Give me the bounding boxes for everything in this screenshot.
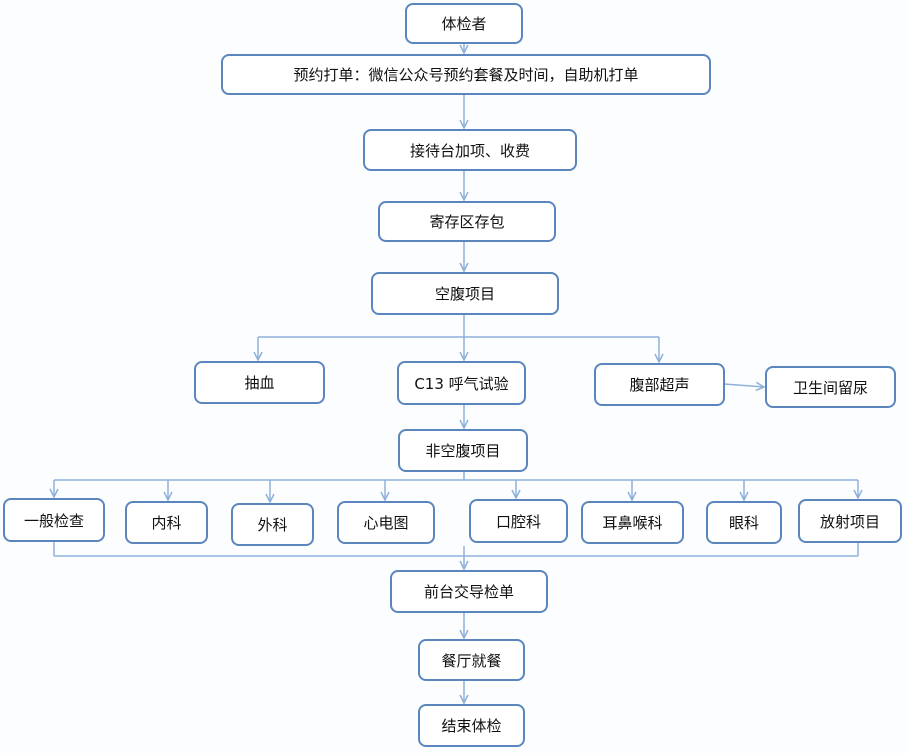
node-submit-form: 前台交导检单 [390, 570, 548, 613]
node-ultrasound: 腹部超声 [594, 363, 725, 406]
node-fasting: 空腹项目 [371, 272, 559, 315]
node-internal: 内科 [125, 501, 208, 544]
node-general: 一般检查 [3, 498, 105, 542]
node-eye: 眼科 [706, 501, 782, 544]
node-radiology: 放射项目 [798, 499, 902, 543]
node-storage: 寄存区存包 [378, 201, 556, 242]
arrow-ultrasound-to-urine [723, 384, 764, 387]
node-booking: 预约打单：微信公众号预约套餐及时间，自助机打单 [221, 54, 711, 95]
node-dental: 口腔科 [469, 499, 568, 543]
node-examinee: 体检者 [405, 3, 523, 44]
node-ent: 耳鼻喉科 [581, 501, 684, 544]
node-breath: C13 呼气试验 [397, 361, 526, 405]
node-finish: 结束体检 [418, 704, 525, 747]
node-surgery: 外科 [231, 503, 314, 546]
node-meal: 餐厅就餐 [418, 639, 525, 681]
node-reception: 接待台加项、收费 [363, 129, 577, 171]
node-blood: 抽血 [194, 361, 325, 404]
node-urine: 卫生间留尿 [765, 366, 896, 408]
node-ecg: 心电图 [337, 501, 435, 544]
node-non-fasting: 非空腹项目 [398, 429, 528, 472]
